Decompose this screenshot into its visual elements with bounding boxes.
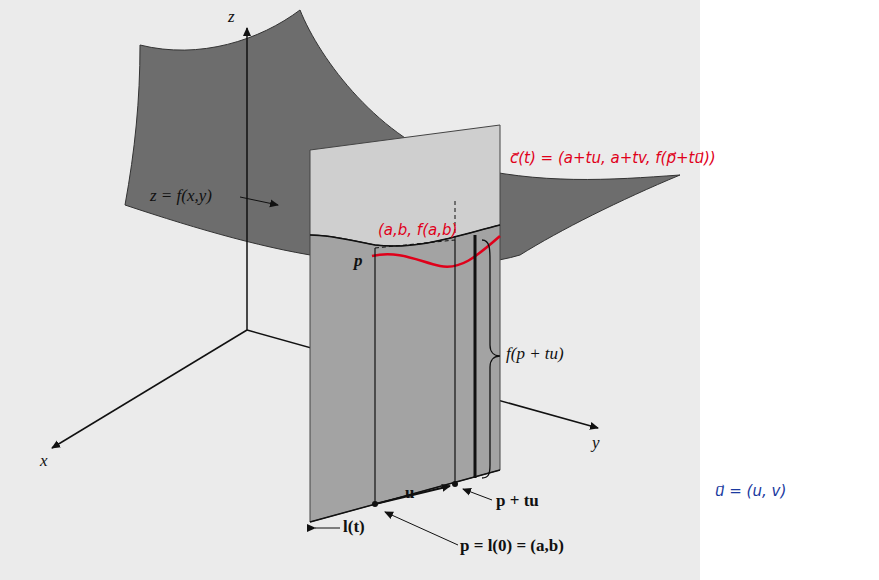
line-label: l(t) [343, 518, 365, 537]
point-label: p = l(0) = (a,b) [460, 537, 564, 556]
axis-label: y [592, 434, 600, 453]
point-label: p [354, 252, 363, 271]
annotation-point: (a,b, f(a,b) [378, 222, 457, 239]
axis-label: z [228, 8, 235, 27]
point-label: p + tu [496, 492, 539, 511]
surface-label: z = f(x,y) [150, 187, 212, 206]
vector-label: u [405, 484, 414, 503]
annotation-curve: c⃗(t) = (a+tu, a+tv, f(p⃗+tu⃗)) [510, 150, 716, 167]
axis-label: x [40, 452, 48, 471]
height-label: f(p + tu) [506, 345, 564, 364]
annotation-vector: u⃗ = (u, v) [715, 483, 786, 500]
